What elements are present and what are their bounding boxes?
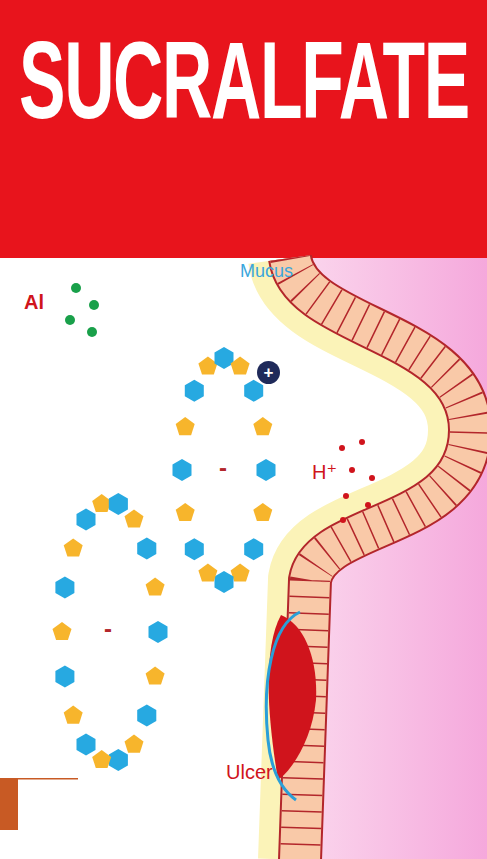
hexagon (215, 571, 234, 593)
pentagon (64, 538, 83, 556)
hexagon (77, 734, 96, 756)
pentagon (53, 622, 72, 640)
pentagon (253, 417, 272, 435)
title-text: SUCRALFATE (19, 26, 469, 135)
charge-sign: - (104, 617, 112, 641)
hexagon (185, 538, 204, 560)
ion-label: Al (24, 292, 44, 312)
pentagon (176, 417, 195, 435)
corner-line (18, 778, 78, 780)
hexagon (137, 705, 156, 727)
aluminium-ions (65, 283, 99, 337)
hexagon (55, 577, 74, 599)
hexagon (244, 538, 263, 560)
cell-borders (290, 258, 470, 859)
pentagon (125, 509, 144, 527)
tissue (290, 258, 487, 859)
corner-bar (0, 778, 18, 830)
hexagon (215, 347, 234, 369)
pentagon (92, 750, 111, 768)
hexagon (173, 459, 192, 481)
epithelium (290, 258, 470, 859)
pentagon (253, 503, 272, 521)
epithelium-outline (290, 258, 470, 859)
pentagon (176, 503, 195, 521)
hexagon (149, 621, 168, 643)
ulcer-label: Ulcer (226, 762, 273, 782)
pentagon (92, 494, 111, 512)
pentagon (146, 578, 165, 596)
hexagon (55, 666, 74, 688)
title-area: SUCRALFATE (0, 0, 487, 258)
charge-sign: + (264, 364, 274, 381)
hexagon (244, 380, 263, 402)
hexagon (109, 749, 128, 771)
mucus-label: Mucus (240, 262, 293, 280)
title-banner (0, 0, 487, 258)
charge-circle: + (257, 361, 280, 384)
pentagon (231, 357, 250, 375)
hexagon (257, 459, 276, 481)
pentagon (146, 667, 165, 685)
hydrogen-ions (339, 439, 375, 523)
sucralfate-rings (53, 347, 276, 771)
hexagon (137, 537, 156, 559)
hexagon (77, 508, 96, 530)
pentagon (64, 706, 83, 724)
charge-sign: - (219, 456, 227, 480)
pentagon (198, 564, 217, 582)
hexagon (109, 493, 128, 515)
pentagon (125, 735, 144, 753)
ion-label: H⁺ (312, 462, 337, 482)
mucus-layer (290, 258, 470, 859)
hexagon (185, 380, 204, 402)
